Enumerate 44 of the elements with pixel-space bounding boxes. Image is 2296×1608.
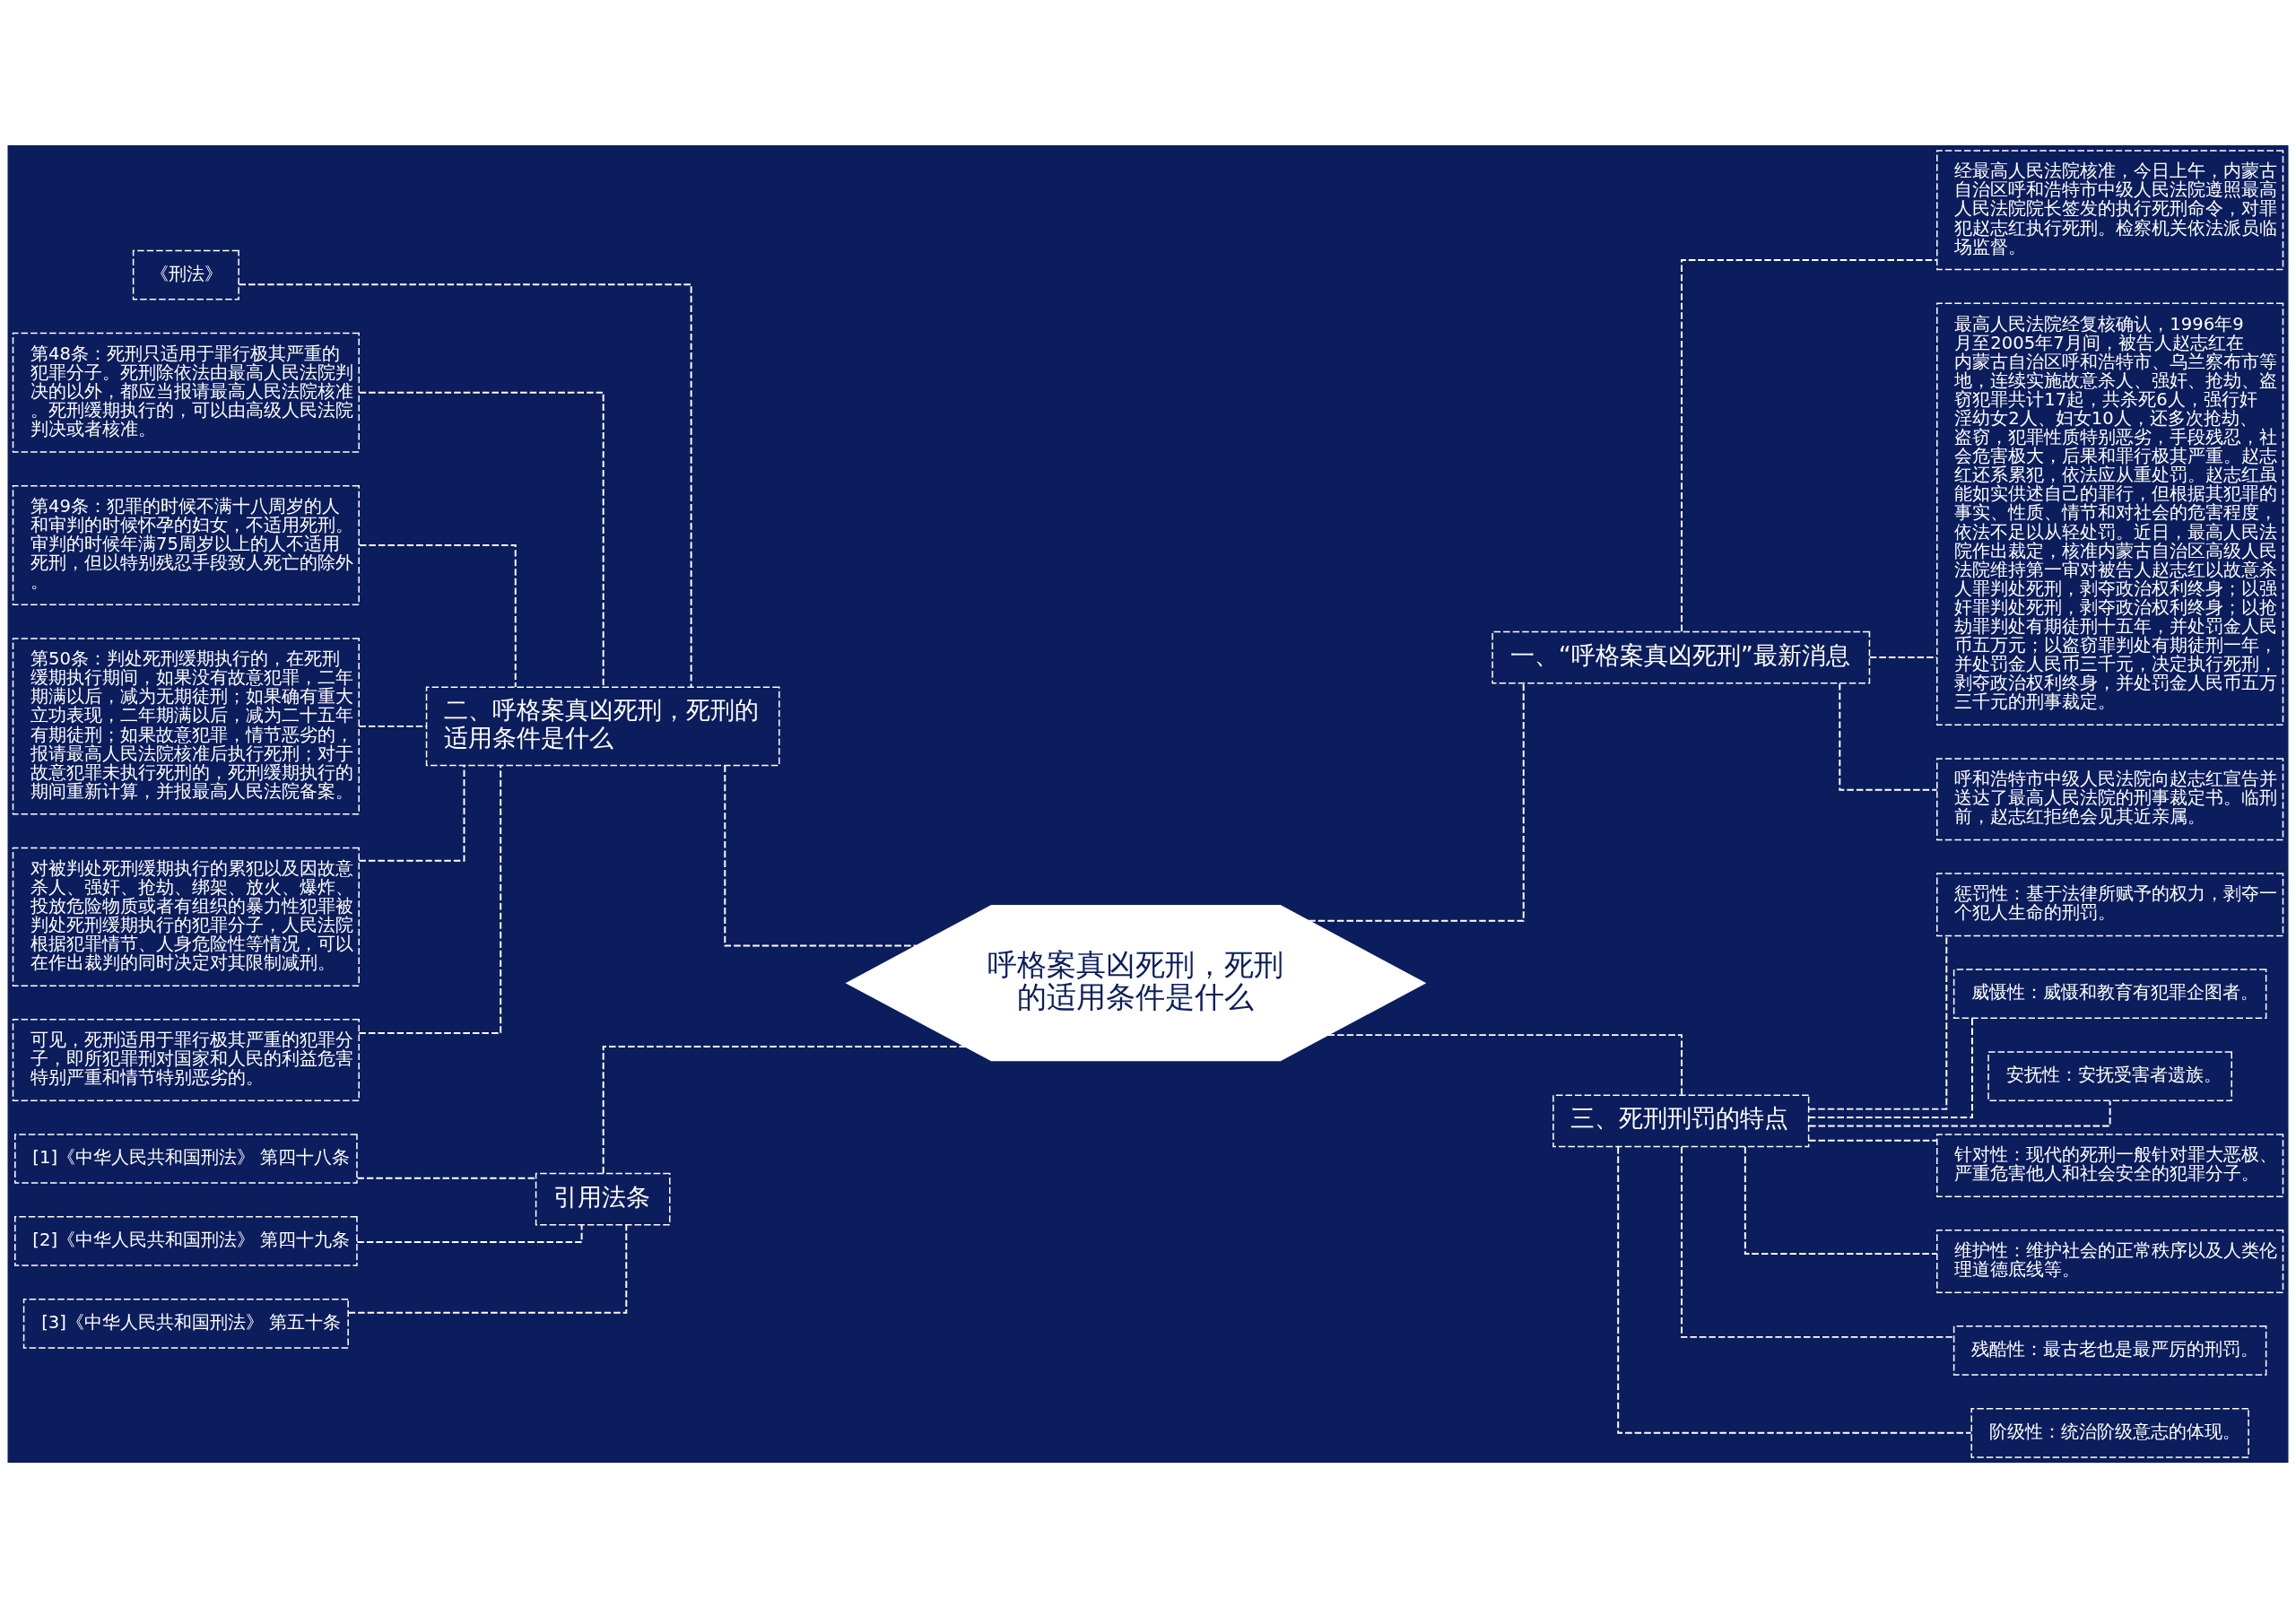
node-box: 第48条：死刑只适用于罪行极其严重的犯罪分子。死刑除依法由最高人民法院判决的以外，都应当报请最高人民法院核准。死刑缓期执行的，可以由高级人民法院判决或者核准。 [12, 332, 360, 453]
node-box: 威慑性：威慑和教育有犯罪企图者。 [1952, 969, 2267, 1020]
node-box: [3]《中华人民共和国刑法》 第五十条 [22, 1298, 349, 1349]
node-box: 《刑法》 [132, 249, 239, 300]
node-box: 针对性：现代的死刑一般针对罪大恶极、严重危害他人和社会安全的犯罪分子。 [1936, 1134, 2284, 1197]
node-box: 可见，死刑适用于罪行极其严重的犯罪分子，即所犯罪刑对国家和人民的利益危害特别严重和情节特别恶劣的。 [12, 1019, 360, 1101]
node-box: 第49条：犯罪的时候不满十八周岁的人和审判的时候怀孕的妇女，不适用死刑。审判的时候年满75周岁以上的人不适用死刑，但以特别残忍手段致人死亡的除外。 [12, 484, 360, 606]
node-box: 维护性：维护社会的正常秩序以及人类伦理道德底线等。 [1936, 1230, 2284, 1293]
node-box: 呼和浩特市中级人民法院向赵志红宣告并送达了最高人民法院的刑事裁定书。临刑前，赵志红拒绝会见其近亲属。 [1936, 758, 2284, 841]
node-box: 二、呼格案真凶死刑，死刑的适用条件是什么 [425, 686, 780, 767]
connector [358, 544, 517, 689]
node-box: 对被判处死刑缓期执行的累犯以及因故意杀人、强奸、抢劫、绑架、放火、爆炸、投放危险物质或者有组织的暴力性犯罪被判处死刑缓期执行的犯罪分子，人民法院根据犯罪情节、人身危险性等情况，可以在作出裁判的同时决定对其限制减刑。 [12, 847, 360, 987]
connector [1807, 934, 1948, 1110]
connector [358, 764, 465, 862]
connector [1808, 1139, 1938, 1142]
node-box: 最高人民法院经复核确认，1996年9月至2005年7月间，被告人赵志红在内蒙古自治区呼和浩特市、乌兰察布市等地，连续实施故意杀人、强奸、抢劫、盗窃犯罪共计17起，共杀死6人，强行奸淫幼女2人、妇女10人，还多次抢劫、盗窃，犯罪性质特别恶劣，手段残忍，社会危害极大，后果和罪行极其严重。赵志红还系累犯，依法应从重处罚。赵志红虽能如实供述自己的罪行，但根据其犯罪的事实、性质、情节和对社会的危害程度，依法不足以从轻处罚。近日，最高人民法院作出裁定，核准内蒙古自治区高级人民法院维持第一审对被告人赵志红以故意杀人罪判处死刑，剥夺政治权利终身；以强奸罪判处死刑，剥夺政治权利终身；以抢劫罪判处有期徒刑十五年，并处罚金人民币五万元；以盗窃罪判处有期徒刑一年，并处罚金人民币三千元，决定执行死刑，剥夺政治权利终身，并处罚金人民币五万三千元的刑事裁定。 [1936, 302, 2284, 726]
node-box: 惩罚性：基于法律所赋予的权力，剥夺一个犯人生命的刑罚。 [1936, 873, 2284, 937]
connector [238, 283, 692, 689]
node-box: [1]《中华人民共和国刑法》 第四十八条 [14, 1134, 358, 1184]
node-box: [2]《中华人民共和国刑法》 第四十九条 [14, 1216, 358, 1266]
node-box: 安抚性：安抚受害者遗族。 [1987, 1051, 2232, 1101]
node-box: 阶级性：统治阶级意志的体现。 [1970, 1407, 2249, 1458]
connector [724, 764, 918, 947]
connector [358, 764, 502, 1034]
node-box: 经最高人民法院核准，今日上午，内蒙古自治区呼和浩特市中级人民法院遵照最高人民法院院长签发的执行死刑命令，对罪犯赵志红执行死刑。检察机关依法派员临场监督。 [1936, 150, 2284, 271]
node-box: 第50条：判处死刑缓期执行的，在死刑缓期执行期间，如果没有故意犯罪，二年期满以后，减为无期徒刑；如果确有重大立功表现，二年期满以后，减为二十五年有期徒刑；如果故意犯罪，情节恶劣的，报请最高人民法院核准后执行死刑；对于故意犯罪未执行死刑的，死刑缓期执行的期间重新计算，并报最高人民法院备案。 [12, 638, 360, 815]
connector [358, 391, 604, 688]
node-box: 三、死刑刑罚的特点 [1552, 1094, 1810, 1148]
node-box: 残酷性：最古老也是最严厉的刑罚。 [1952, 1326, 2267, 1376]
connector [347, 1223, 628, 1314]
node-box: 引用法条 [535, 1172, 671, 1226]
connector [1807, 1017, 1973, 1119]
connector [1617, 1145, 1972, 1434]
connector [1326, 1034, 1683, 1097]
connector [602, 1046, 967, 1175]
connector [1681, 1145, 1955, 1338]
connector [356, 1177, 537, 1179]
node-box: 一、“呼格案真凶死刑”最新消息 [1492, 630, 1871, 684]
connector [1744, 1146, 1938, 1255]
connector [358, 725, 428, 727]
connector [1308, 682, 1525, 922]
connector [1681, 259, 1938, 632]
connector [356, 1224, 583, 1243]
connector [1839, 682, 1938, 791]
